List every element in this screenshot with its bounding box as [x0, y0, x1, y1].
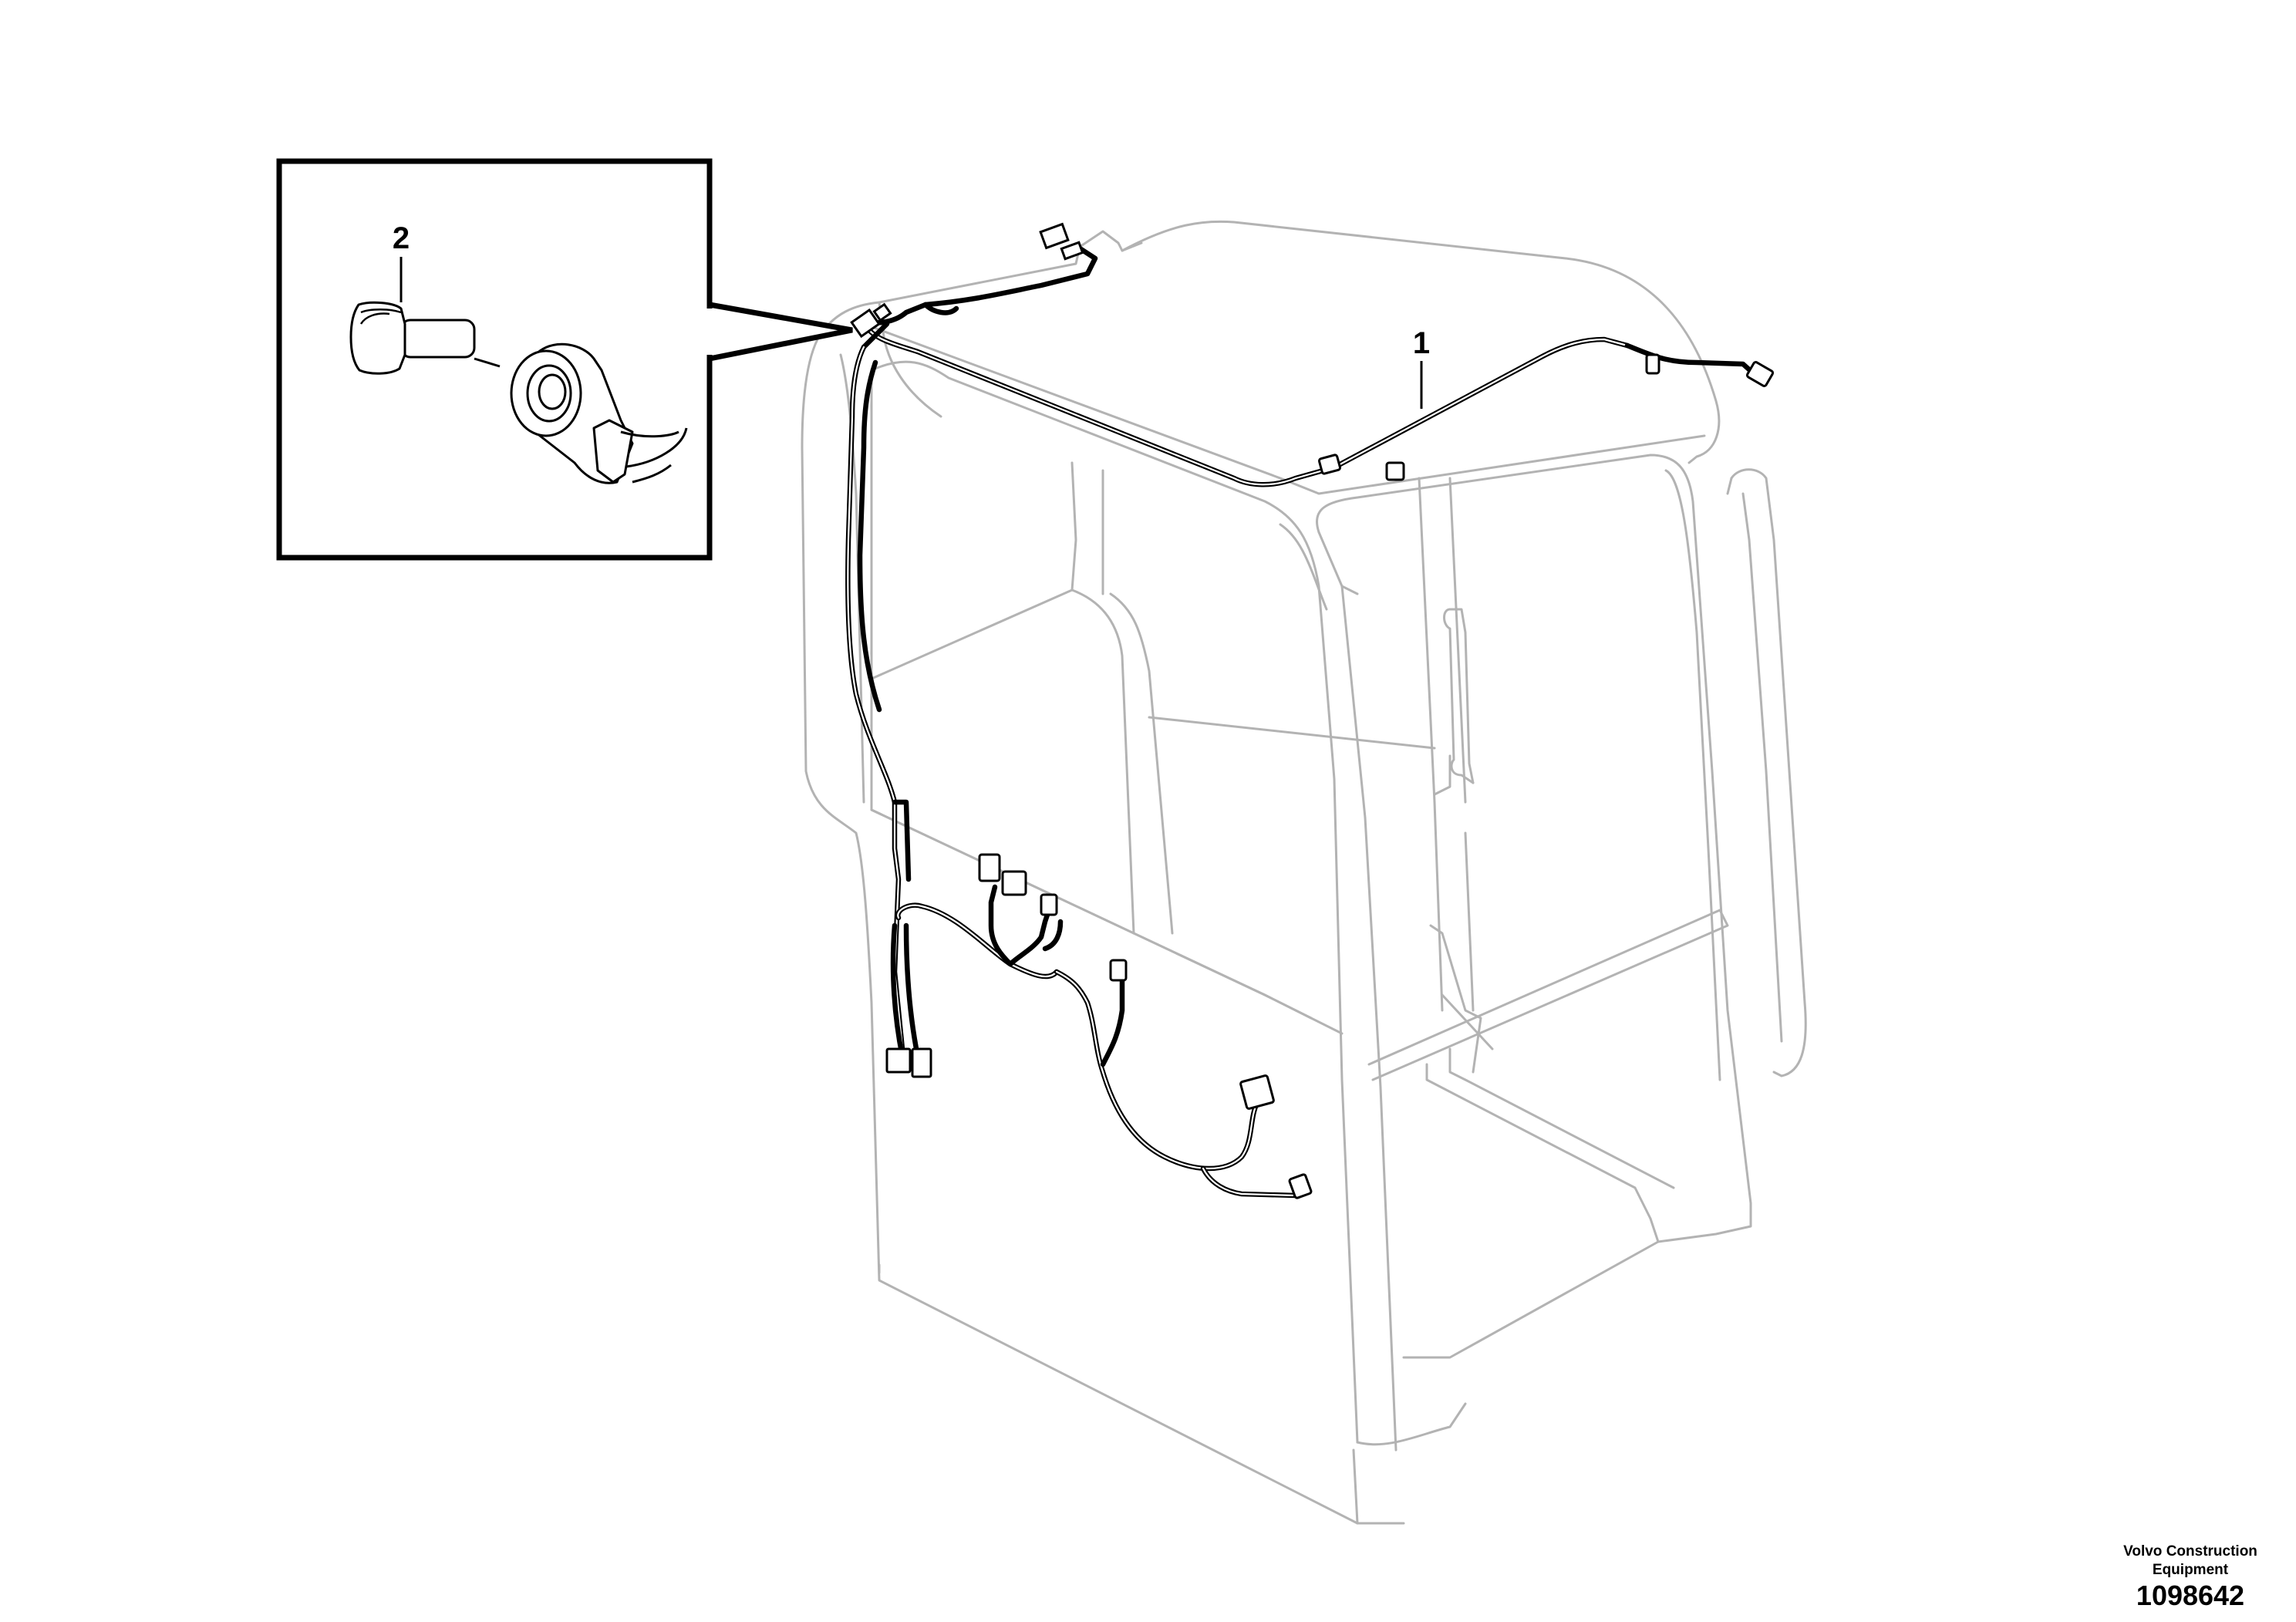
cab-frame	[801, 220, 1807, 1525]
callout-1: 1	[1413, 326, 1430, 360]
brand-line-2: Equipment	[2152, 1562, 2229, 1578]
callout-2: 2	[393, 221, 410, 255]
bulb-part	[349, 301, 501, 375]
document-number: 1098642	[2136, 1580, 2245, 1611]
harness-connectors	[850, 222, 1775, 1199]
wiring-harness	[845, 245, 1762, 1199]
brand-line-1: Volvo Construction	[2123, 1543, 2257, 1560]
brand-label: Volvo Construction Equipment	[2082, 1543, 2296, 1580]
detail-inset: 2	[276, 158, 853, 561]
lamp-socket-part	[510, 342, 688, 484]
